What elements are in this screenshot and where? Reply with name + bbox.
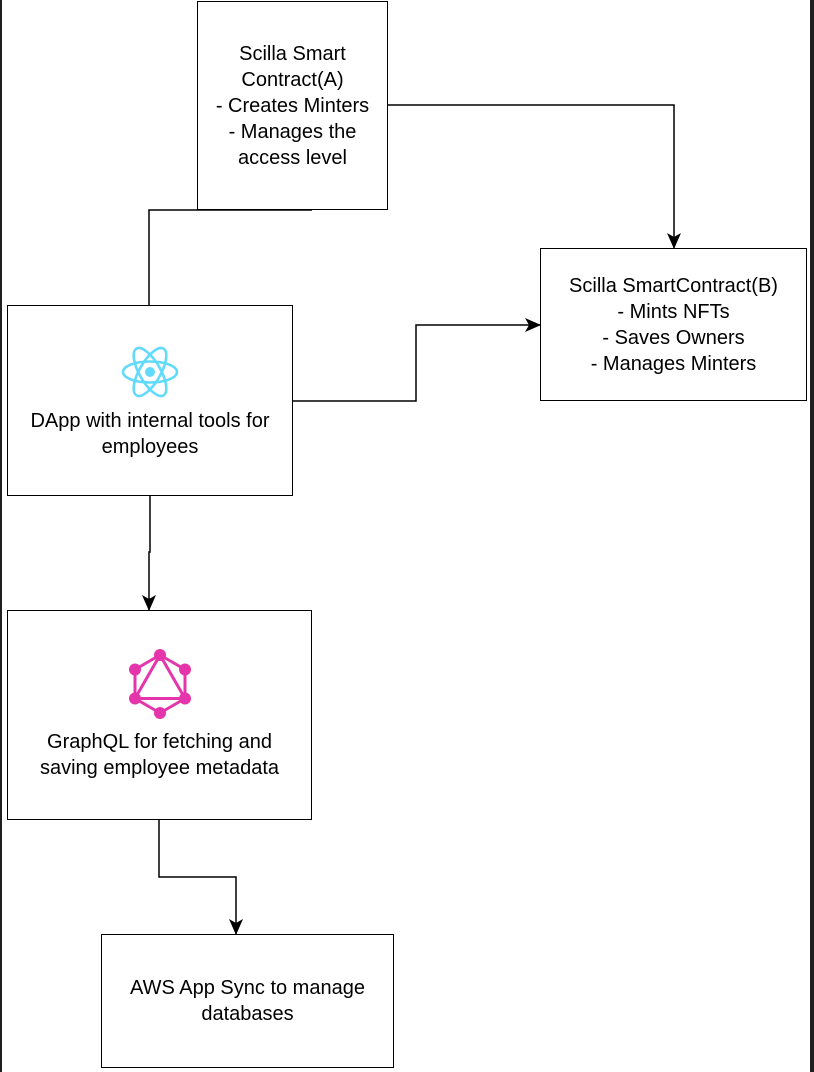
graphql-line-2: saving employee metadata <box>39 757 280 779</box>
scilla-contract-b-node[interactable]: Scilla SmartContract(B) - Mints NFTs - S… <box>540 248 807 401</box>
contract-b-line-3: - Saves Owners <box>602 326 745 349</box>
contract-b-line-1: Scilla SmartContract(B) <box>569 274 778 297</box>
contract-b-line-4: - Manages Minters <box>590 352 757 375</box>
graphql-line-1: GraphQL for fetching and <box>47 731 272 753</box>
dapp-line-1: DApp with internal tools for <box>30 409 270 432</box>
contract-a-line-4: - Manages the <box>228 120 357 143</box>
contract-a-line-2: Contract(A) <box>241 68 344 91</box>
edge-dapp-to-graphql[interactable] <box>142 496 156 611</box>
react-icon <box>121 346 179 397</box>
contract-b-line-2: - Mints NFTs <box>617 300 730 323</box>
dapp-node[interactable]: DApp with internal tools for employees <box>7 305 293 496</box>
scilla-contract-a-node[interactable]: Scilla Smart Contract(A) - Creates Minte… <box>197 1 388 210</box>
canvas-right-border <box>810 0 814 1072</box>
graphql-icon <box>128 649 191 719</box>
edge-dapp-to-contract-a[interactable] <box>148 209 312 305</box>
graphql-node[interactable]: GraphQL for fetching and saving employee… <box>7 610 312 820</box>
contract-a-line-3: - Creates Minters <box>215 94 370 117</box>
edge-contract-a-to-contract-b[interactable] <box>388 104 681 249</box>
dapp-line-2: employees <box>101 435 199 458</box>
aws-line-1: AWS App Sync to manage <box>130 977 365 999</box>
contract-a-line-5: access level <box>238 146 347 169</box>
aws-line-2: databases <box>201 1003 294 1025</box>
aws-appsync-node[interactable]: AWS App Sync to manage databases <box>101 934 394 1068</box>
edge-dapp-to-contract-b[interactable] <box>293 318 541 402</box>
contract-a-line-1: Scilla Smart <box>239 42 346 65</box>
edge-graphql-to-aws[interactable] <box>158 820 243 935</box>
canvas-left-border <box>0 0 2 1072</box>
